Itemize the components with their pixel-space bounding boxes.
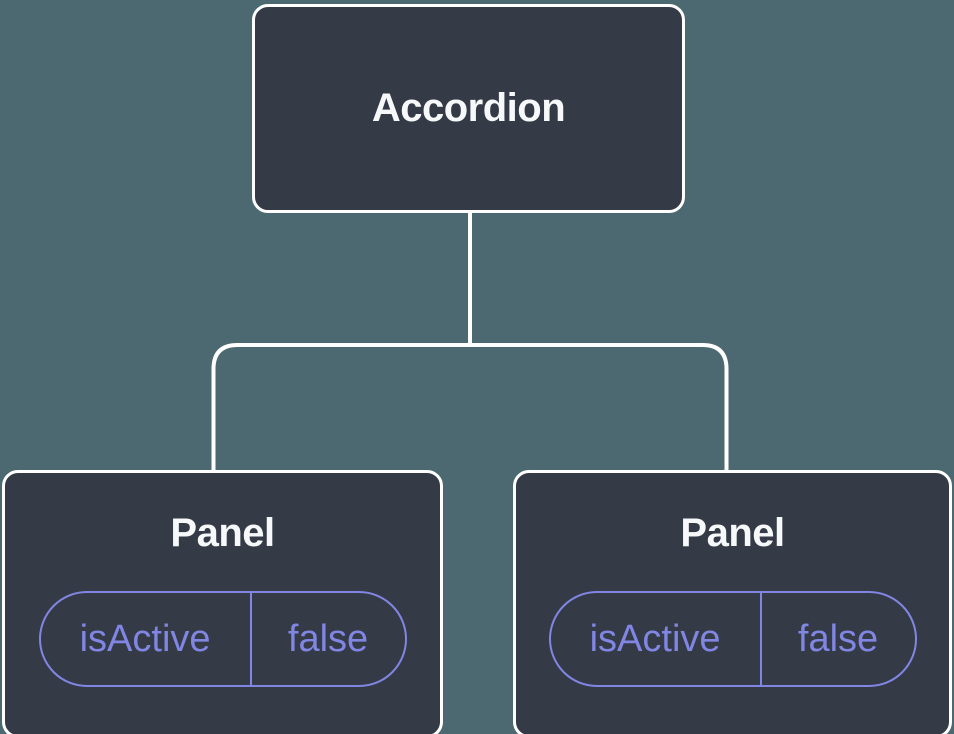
state-value-right: false bbox=[797, 617, 879, 660]
state-pill-left: isActive false bbox=[38, 591, 407, 687]
node-label-accordion: Accordion bbox=[371, 86, 566, 130]
state-value-left: false bbox=[287, 617, 369, 660]
state-key-right: isActive bbox=[551, 593, 762, 685]
connector-branch-rail bbox=[211, 343, 729, 474]
tree-node-panel-right: Panel isActive false bbox=[513, 470, 952, 734]
tree-node-accordion: Accordion bbox=[252, 4, 685, 213]
node-label-panel-right: Panel bbox=[680, 511, 785, 555]
state-key-left: isActive bbox=[41, 593, 252, 685]
state-pill-right: isActive false bbox=[548, 591, 917, 687]
node-label-panel-left: Panel bbox=[170, 511, 275, 555]
tree-node-panel-left: Panel isActive false bbox=[2, 470, 443, 734]
